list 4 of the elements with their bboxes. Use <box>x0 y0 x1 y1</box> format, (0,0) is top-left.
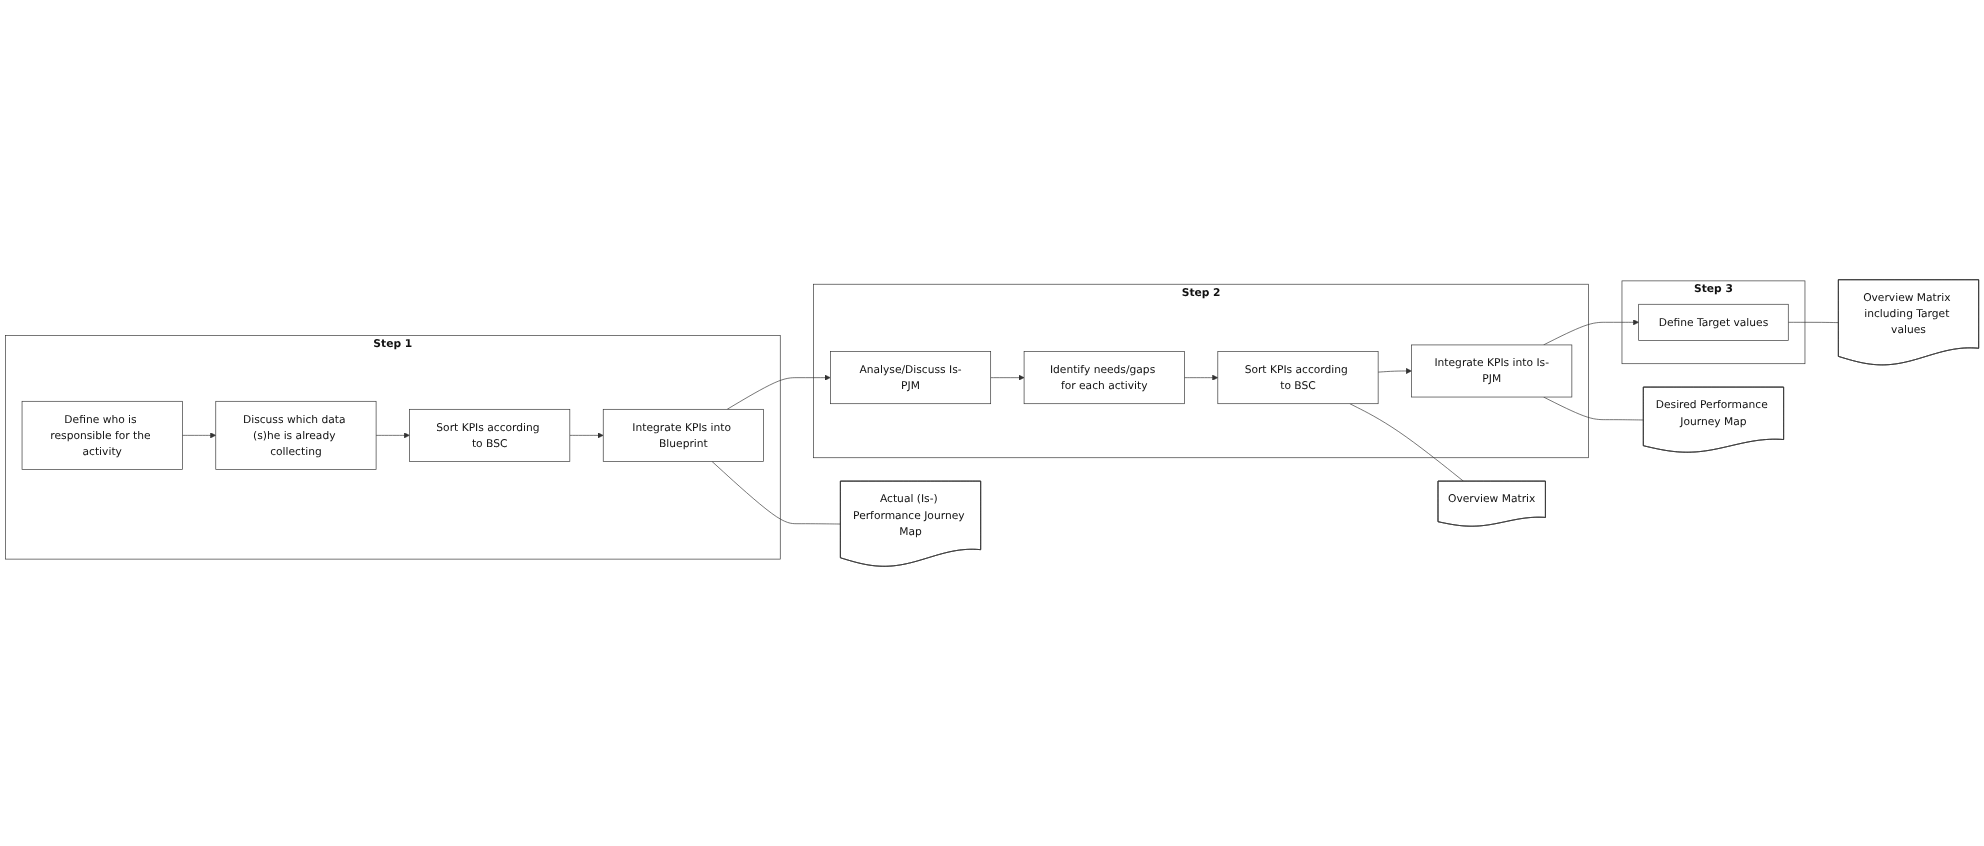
connector <box>1787 321 1840 323</box>
connector <box>1543 396 1644 421</box>
connector <box>711 461 842 525</box>
connector <box>1349 403 1465 482</box>
